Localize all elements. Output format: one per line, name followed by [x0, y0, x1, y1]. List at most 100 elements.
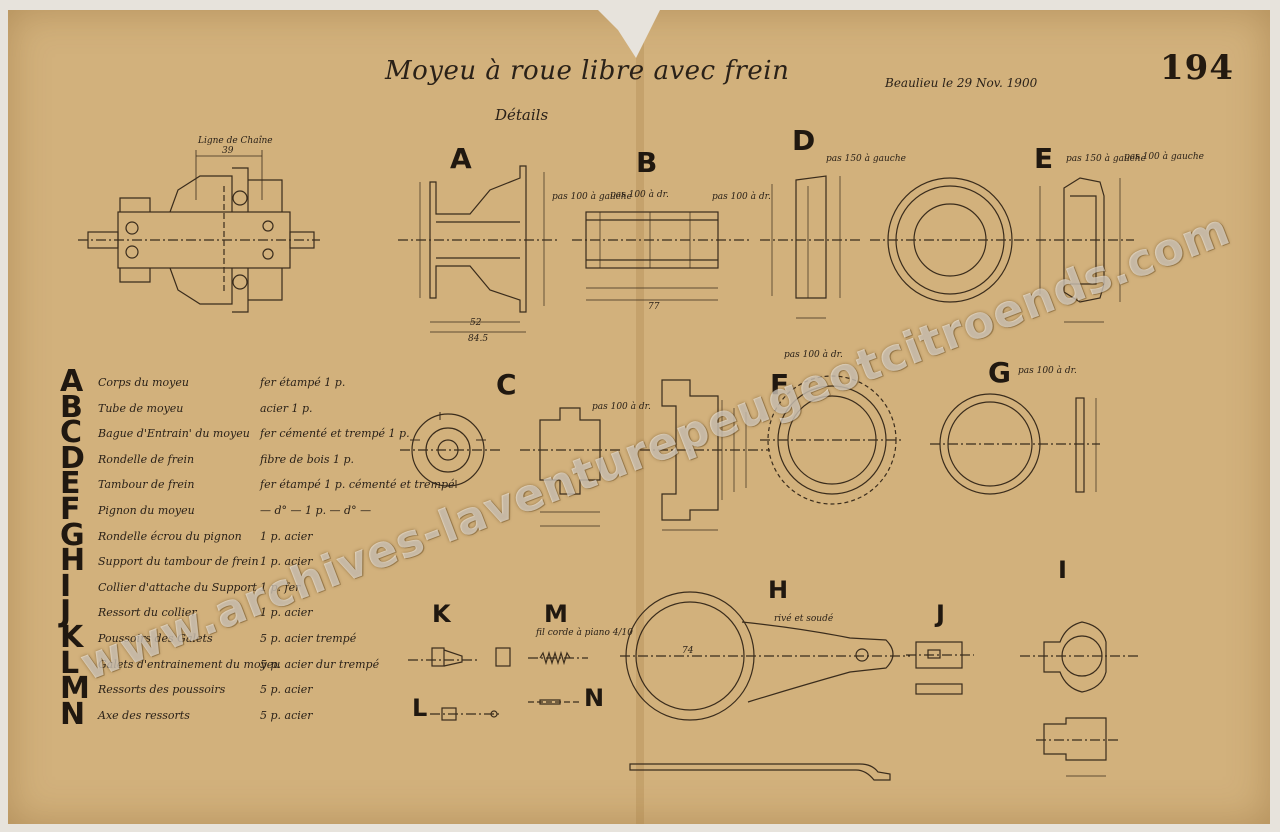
part-label-f: F — [770, 368, 790, 401]
legend-material: 5 p. acier — [260, 708, 313, 722]
part-f-face-view — [760, 375, 904, 505]
note-pas-g: pas 100 à dr. — [1018, 366, 1077, 376]
legend-key: I — [60, 568, 72, 604]
note-pas-d: pas 150 à gauche — [826, 154, 906, 164]
legend-key: F — [60, 491, 81, 527]
legend-part-name: Rondelle de frein — [98, 452, 195, 466]
legend-part-name: Tambour de frein — [98, 478, 195, 492]
part-label-n: N — [584, 684, 605, 712]
legend-part-name: Axe des ressorts — [98, 708, 190, 722]
legend-key: D — [60, 440, 85, 476]
legend-material: 1 p. acier — [260, 606, 313, 620]
legend-part-name: Corps du moyeu — [98, 376, 189, 389]
part-k-drawing — [408, 647, 511, 667]
legend-material: — d° — 1 p. — d° — — [260, 503, 372, 517]
legend-part-name: Collier d'attache du Support — [98, 580, 257, 594]
legend-material: acier 1 p. — [260, 401, 313, 415]
legend-part-name: Bague d'Entrain' du moyeu — [98, 427, 250, 441]
note-pas-b-left: pas 100 à gauche — [552, 192, 632, 202]
legend-row: J Ressort du collier 1 p. acier — [60, 594, 400, 629]
legend-part-name: Tube de moyeu — [98, 401, 184, 415]
legend-material: fibre de bois 1 p. — [260, 452, 355, 466]
part-label-m: M — [544, 600, 568, 628]
legend-key: N — [60, 696, 86, 732]
legend-key: M — [60, 671, 90, 707]
legend-key: G — [60, 517, 85, 553]
note-h-weld: rivé et soudé — [774, 614, 834, 624]
legend-part-name: Pignon du moyeu — [98, 503, 195, 517]
part-f-section — [640, 379, 770, 531]
drawing-sheet — [8, 10, 1270, 824]
part-label-e: E — [1034, 142, 1054, 175]
note-pas-c: pas 100 à dr. — [592, 402, 651, 412]
legend-row: C Bague d'Entrain' du moyeu fer cémenté et… — [60, 415, 410, 450]
part-label-c: C — [496, 368, 517, 401]
legend-part-name: Rondelle écrou du pignon — [98, 529, 242, 543]
part-m-drawing — [528, 650, 588, 666]
part-a-drawing — [398, 165, 560, 333]
part-label-g: G — [988, 356, 1011, 389]
part-label-h: H — [768, 576, 789, 604]
part-label-l: L — [412, 694, 428, 722]
legend-row: A Corps du moyeu fer étampé 1 p. — [60, 364, 400, 399]
part-e-section — [1036, 177, 1134, 323]
drawing-title: Moyeu à roue libre avec frein — [385, 56, 790, 86]
note-chain-line: Ligne de Chaîne — [198, 136, 273, 146]
legend-part-name: Galets d'entrainement du moyeu — [98, 657, 281, 671]
part-label-j: J — [936, 600, 945, 628]
legend-key: C — [60, 415, 83, 451]
sheet-number: 194 — [1160, 48, 1234, 88]
legend-material: 1 p. acier — [260, 529, 313, 543]
note-pas-b-right: pas 100 à dr. — [712, 192, 771, 202]
legend-part-name: Support du tambour de frein — [98, 555, 259, 569]
legend-part-name: Ressort du collier — [98, 606, 197, 620]
part-b-drawing — [572, 211, 752, 301]
legend-row: M Ressorts des poussoirs 5 p. acier — [60, 671, 400, 706]
legend-row: N Axe des ressorts 5 p. acier — [60, 697, 400, 732]
legend-row: G Rondelle écrou du pignon 1 p. acier — [60, 518, 400, 553]
part-n-drawing — [528, 699, 580, 705]
legend-key: A — [60, 364, 84, 399]
note-pas-b-mid: pas 100 à dr. — [610, 190, 669, 200]
part-c-drawing — [400, 407, 620, 527]
dim-h: 74 — [682, 646, 694, 656]
drawing-date: Beaulieu le 29 Nov. 1900 — [885, 76, 1038, 90]
legend-key: B — [60, 389, 83, 425]
legend-key: J — [60, 594, 72, 630]
legend-material: fer étampé 1 p. — [260, 376, 346, 389]
legend-row: B Tube de moyeu acier 1 p. — [60, 390, 400, 425]
note-pas-e2: pas 100 à gauche — [1124, 152, 1204, 162]
legend-row: F Pignon du moyeu — d° — 1 p. — d° — — [60, 492, 400, 527]
dim-a-inner: 52 — [470, 318, 482, 328]
part-label-b: B — [636, 146, 658, 179]
part-g-drawing — [930, 393, 1100, 495]
legend-material: 5 p. acier trempé — [260, 631, 357, 645]
part-label-a: A — [450, 142, 472, 175]
legend-row: D Rondelle de frein fibre de bois 1 p. — [60, 441, 400, 476]
dim-a-width: 84.5 — [468, 334, 489, 344]
part-h-drawing — [620, 591, 910, 781]
note-pas-f: pas 100 à dr. — [784, 350, 843, 360]
part-d-drawing — [760, 175, 860, 319]
legend-material: fer étampé 1 p. cémenté et trempé — [260, 478, 455, 492]
legend-material: 5 p. acier — [260, 683, 313, 697]
sheet-fold — [636, 10, 644, 824]
part-label-i: I — [1058, 556, 1067, 584]
legend-material: 5 p. acier dur trempé — [260, 657, 380, 671]
legend-key: L — [60, 645, 80, 681]
legend-part-name: Poussoirs des Galets — [98, 631, 213, 645]
parts-legend: A Corps du moyeu fer étampé 1 p. B Tube de … — [60, 364, 455, 732]
hub-assembly — [78, 150, 320, 313]
legend-key: E — [60, 466, 81, 502]
legend-material: fer cémenté et trempé 1 p. — [260, 427, 410, 441]
legend-material: 1 p. fer — [260, 580, 301, 594]
part-l-drawing — [430, 707, 500, 721]
part-label-d: D — [792, 124, 816, 157]
note-m-wire: fil corde à piano 4/10 — [536, 628, 633, 638]
legend-part-name: Ressorts des poussoirs — [98, 683, 226, 697]
